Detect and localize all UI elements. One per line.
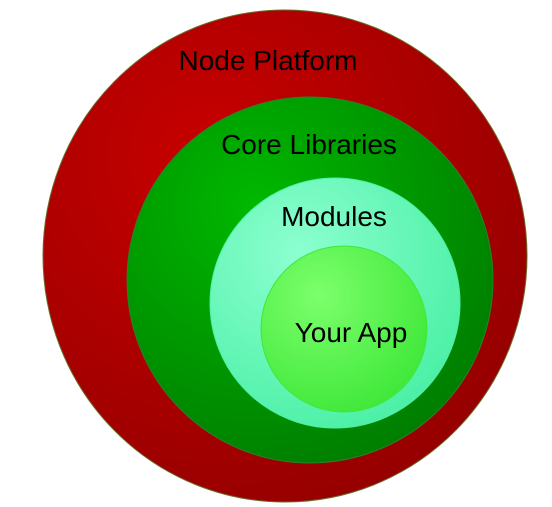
- node-platform-label: Node Platform: [179, 45, 358, 76]
- your-app-label: Your App: [295, 317, 408, 348]
- core-libraries-label: Core Libraries: [221, 129, 397, 160]
- layer-your-app: Your App: [260, 245, 428, 413]
- your-app-circle: [260, 245, 428, 413]
- modules-label: Modules: [281, 201, 387, 232]
